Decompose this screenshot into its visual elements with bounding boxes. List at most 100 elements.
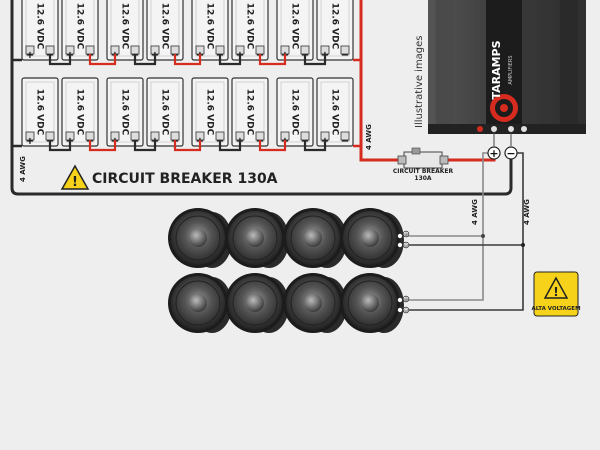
battery-voltage-label: 12.6 VDC [290, 89, 300, 136]
amp-negative-symbol: − [506, 147, 515, 160]
speaker-dust-cap [361, 294, 379, 312]
battery-jumper-wire [173, 140, 202, 152]
battery: 12.6 VDC+− [276, 77, 314, 147]
battery-voltage-label: 12.6 VDC [205, 89, 215, 136]
battery-voltage-label: 12.6 VDC [35, 89, 45, 136]
speaker-dust-cap [189, 294, 207, 312]
wire-gauge-label: 4 AWG [471, 199, 479, 225]
battery-voltage-label: 12.6 VDC [245, 3, 255, 50]
warning-triangle-icon [60, 164, 90, 190]
battery-voltage-label: 12.6 VDC [75, 89, 85, 136]
battery: 12.6 VDC+− [146, 77, 184, 147]
breaker-rating: 130A [414, 175, 432, 182]
speaker: ⊕⊖ [283, 208, 353, 268]
battery-jumper-wire [173, 54, 202, 66]
speaker-negative-symbol: ⊖ [404, 243, 408, 249]
illustrative-note: Illustrative images [414, 35, 425, 128]
battery-voltage-label: 12.6 VDC [330, 3, 340, 50]
battery: 12.6 VDC+− [61, 0, 99, 61]
battery-jumper-wire [303, 140, 327, 152]
speaker-dust-cap [246, 229, 264, 247]
battery: 12.6 VDC+− [191, 0, 229, 61]
battery: 12.6 VDC+− [316, 77, 354, 147]
exclamation-icon: ! [72, 175, 78, 190]
battery-jumper-wire [258, 140, 287, 152]
battery-jumper-wire [88, 54, 117, 66]
wire-terminal [397, 307, 403, 313]
battery-voltage-label: 12.6 VDC [120, 89, 130, 136]
amp-positive-symbol: + [489, 147, 498, 160]
amp-negative-terminal [504, 146, 518, 160]
battery-voltage-label: 12.6 VDC [245, 89, 255, 136]
speaker-negative-symbol: ⊖ [404, 308, 408, 314]
speaker-array: ⊕⊖⊕⊖⊕⊖⊕⊖⊕⊖⊕⊖⊕⊖⊕⊖ [168, 208, 410, 333]
speaker: ⊕⊖ [340, 273, 410, 333]
battery-jumper-wire [48, 140, 72, 152]
battery-jumper-wire [48, 54, 72, 66]
battery: 12.6 VDC+− [231, 77, 269, 147]
wires [10, 0, 525, 311]
speaker-positive-symbol: ⊕ [404, 297, 408, 303]
amp-positive-terminal [487, 146, 501, 160]
battery-jumper-wire [258, 54, 287, 66]
battery-voltage-label: 12.6 VDC [160, 89, 170, 136]
battery: 12.6 VDC+− [106, 0, 144, 61]
battery-jumper-wire [303, 54, 327, 66]
speaker-positive-terminal [402, 230, 410, 238]
battery-jumper-wire [133, 140, 157, 152]
battery-bank: 12.6 VDC+−12.6 VDC+−12.6 VDC+−12.6 VDC+−… [12, 0, 361, 152]
wire-gauge-label: 4 AWG [523, 199, 531, 225]
battery: 12.6 VDC+− [146, 0, 184, 61]
battery-jumper-wire [218, 54, 242, 66]
speaker-dust-cap [246, 294, 264, 312]
battery: 12.6 VDC+− [21, 77, 59, 147]
wire-gauge-label: 4 AWG [365, 124, 373, 150]
battery: 12.6 VDC+− [21, 0, 59, 61]
battery-voltage-label: 12.6 VDC [330, 89, 340, 136]
battery-terminal [340, 45, 350, 55]
battery-terminal [25, 131, 35, 141]
warning-badge-label: ALTA VOLTAGEM [531, 306, 580, 312]
speaker-positive-terminal [402, 295, 410, 303]
battery-jumper-wire [88, 140, 117, 152]
battery-voltage-label: 12.6 VDC [35, 3, 45, 50]
wire-terminal [397, 233, 403, 239]
battery: 12.6 VDC+− [61, 77, 99, 147]
speaker-positive-symbol: ⊕ [404, 232, 408, 238]
battery-jumper-wire [133, 54, 157, 66]
battery-negative-symbol: − [341, 50, 349, 61]
battery-positive-symbol: + [26, 136, 34, 147]
wire-terminal [397, 242, 403, 248]
battery: 12.6 VDC+− [276, 0, 314, 61]
amplifier-terminal-strip [428, 124, 586, 134]
speaker: ⊕⊖ [225, 273, 295, 333]
amplifier-brand: TARAMPS [490, 40, 503, 99]
speaker: ⊕⊖ [283, 273, 353, 333]
battery: 12.6 VDC+− [231, 0, 269, 61]
speaker-dust-cap [304, 294, 322, 312]
speaker: ⊕⊖ [340, 208, 410, 268]
amplifier-subbrand: AMPLIFIERS [508, 55, 514, 84]
speaker-negative-terminal [402, 241, 410, 249]
wire-terminal [397, 297, 403, 303]
circuit-breaker-callout: ! CIRCUIT BREAKER 130A [60, 164, 278, 190]
battery-voltage-label: 12.6 VDC [120, 3, 130, 50]
circuit-breaker-device: CIRCUIT BREAKER 130A [393, 147, 454, 182]
battery-voltage-label: 12.6 VDC [205, 3, 215, 50]
battery: 12.6 VDC+− [191, 77, 229, 147]
amplifier: TARAMPS AMPLIFIERS + − [428, 0, 586, 160]
battery-voltage-label: 12.6 VDC [160, 3, 170, 50]
breaker-label: CIRCUIT BREAKER [393, 168, 454, 175]
battery: 12.6 VDC+− [106, 77, 144, 147]
battery-negative-symbol: − [341, 136, 349, 147]
lightning-icon: ! [553, 285, 558, 299]
battery-voltage-label: 12.6 VDC [75, 3, 85, 50]
speaker-negative-terminal [402, 306, 410, 314]
battery: 12.6 VDC+− [316, 0, 354, 61]
battery-terminal [25, 45, 35, 55]
high-voltage-icon [543, 276, 569, 299]
speaker-dust-cap [361, 229, 379, 247]
wire-gauge-label: 4 AWG [19, 156, 27, 182]
